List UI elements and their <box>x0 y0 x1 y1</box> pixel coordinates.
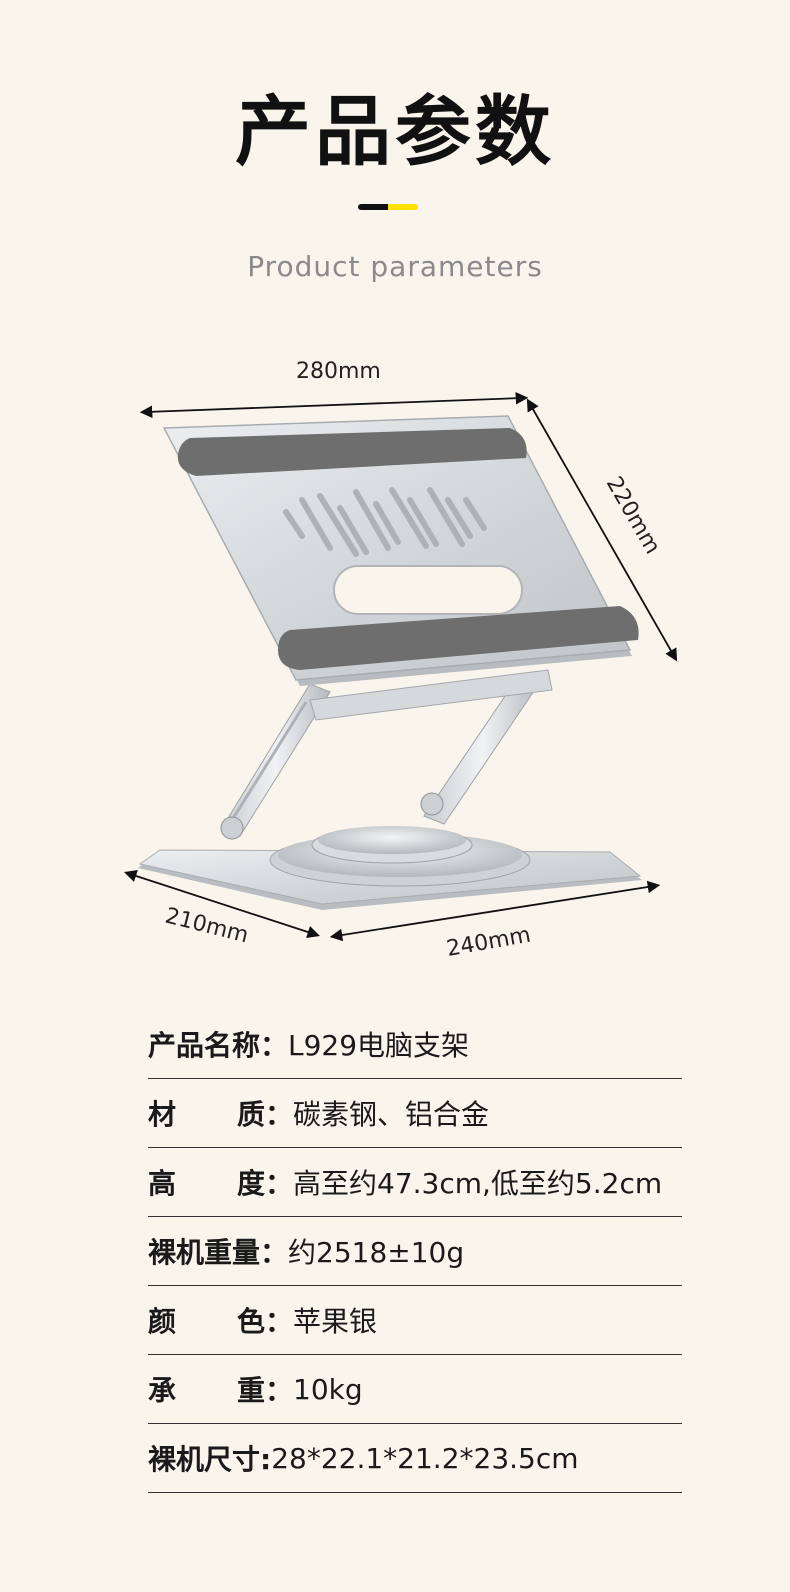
tray-vents <box>283 487 487 557</box>
spec-label: 裸机重量： <box>148 1236 289 1269</box>
upper-rubber-pad <box>177 428 527 476</box>
spec-label: 承重： <box>148 1374 293 1407</box>
rotating-disc <box>269 826 531 887</box>
spec-value: 苹果银 <box>293 1305 378 1338</box>
spec-row-size: 裸机尺寸: 28*22.1*21.2*23.5cm <box>148 1424 682 1493</box>
accent-dark-segment <box>358 204 388 210</box>
laptop-tray <box>162 415 639 686</box>
spec-value: 高至约47.3cm,低至约5.2cm <box>293 1167 663 1200</box>
spec-label: 高度： <box>148 1167 293 1200</box>
spec-value: L929电脑支架 <box>288 1029 470 1062</box>
title-accent-bar <box>358 204 418 210</box>
spec-value: 约2518±10g <box>288 1236 465 1269</box>
dimension-lines <box>124 391 678 942</box>
page-title: 产品参数 <box>235 87 555 176</box>
spec-value: 碳素钢、铝合金 <box>293 1098 490 1131</box>
spec-table: 产品名称： L929电脑支架 材质： 碳素钢、铝合金 高度： 高至约47.3cm… <box>148 1010 682 1493</box>
spec-row-material: 材质： 碳素钢、铝合金 <box>148 1079 682 1148</box>
spec-row-color: 颜色： 苹果银 <box>148 1286 682 1355</box>
accent-yellow-segment <box>388 204 418 210</box>
support-arms <box>220 669 553 840</box>
spec-label: 材质： <box>148 1098 293 1131</box>
spec-label: 颜色： <box>148 1305 293 1338</box>
spec-value: 10kg <box>293 1372 363 1406</box>
dimension-top-width: 280mm <box>296 359 381 384</box>
spec-row-weight: 裸机重量： 约2518±10g <box>148 1217 682 1286</box>
page-subtitle: Product parameters <box>247 250 543 283</box>
tray-handle-cutout <box>333 565 523 615</box>
dimension-base-width: 240mm <box>445 923 533 962</box>
spec-label: 产品名称： <box>148 1029 289 1062</box>
spec-row-height: 高度： 高至约47.3cm,低至约5.2cm <box>148 1148 682 1217</box>
spec-row-load: 承重： 10kg <box>148 1355 682 1424</box>
dimension-base-depth: 210mm <box>163 904 251 949</box>
laptop-stand-illustration: 280mm 220mm 210mm 240mm <box>124 359 678 962</box>
spec-value: 28*22.1*21.2*23.5cm <box>271 1441 579 1475</box>
spec-row-product-name: 产品名称： L929电脑支架 <box>148 1010 682 1079</box>
spec-label: 裸机尺寸: <box>148 1443 272 1476</box>
